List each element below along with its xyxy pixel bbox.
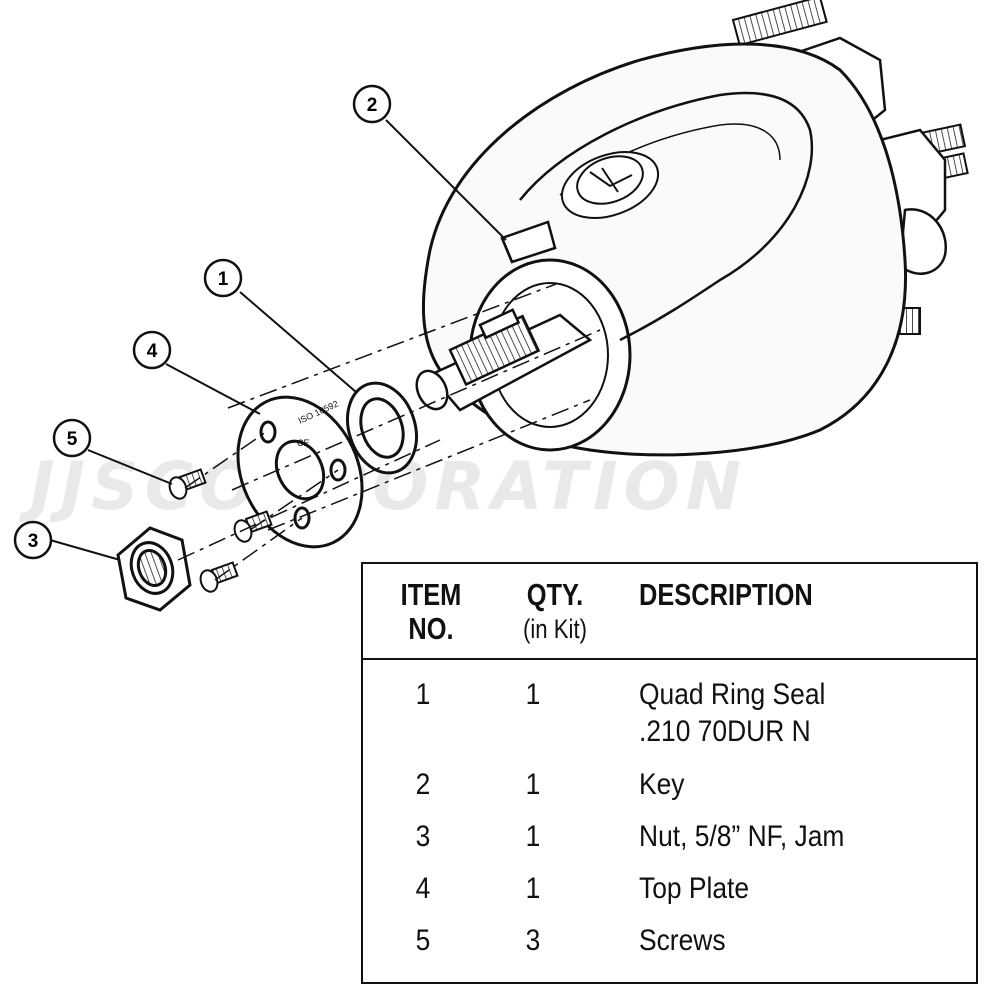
helm-shaft [415, 308, 593, 412]
svg-text:2: 2 [367, 95, 378, 116]
jam-nut [116, 526, 192, 612]
row-description: Nut, 5/8” NF, Jam [639, 820, 845, 853]
plate-ce-marking: CE [297, 438, 310, 448]
row-description: Key [639, 768, 685, 801]
row-item-no: 3 [415, 820, 431, 853]
header-item-no: ITEM NO. [400, 577, 462, 646]
callout-5: 5 [52, 418, 173, 485]
row-qty: 1 [525, 872, 541, 905]
row-qty: 1 [525, 820, 541, 853]
quad-ring-seal [346, 381, 418, 475]
row-qty: 3 [525, 924, 541, 957]
row-item-no: 1 [415, 678, 431, 711]
header-qty: QTY. (in Kit) [523, 577, 587, 645]
row-item-no: 4 [415, 872, 431, 905]
callout-4: 4 [132, 330, 261, 415]
table-header: ITEM NO. QTY. (in Kit) DESCRIPTION [363, 564, 976, 660]
row-description: Top Plate [639, 872, 750, 905]
row-description: Screws [639, 924, 726, 957]
row-item-no: 5 [415, 924, 431, 957]
parts-table: ITEM NO. QTY. (in Kit) DESCRIPTION 1 1 Q… [361, 562, 978, 984]
svg-text:3: 3 [28, 531, 39, 552]
row-item-no: 2 [415, 768, 431, 801]
svg-text:1: 1 [218, 269, 229, 290]
helm-housing [415, 0, 969, 457]
callout-3: 3 [13, 520, 121, 561]
row-description: Quad Ring Seal .210 70DUR N [639, 678, 826, 748]
callout-1: 1 [203, 258, 357, 393]
screw-2 [233, 510, 273, 543]
fill-cap-icon [560, 151, 660, 219]
row-qty: 1 [525, 768, 541, 801]
key-part [500, 220, 557, 264]
screw-1 [168, 468, 207, 500]
header-description: DESCRIPTION [639, 577, 813, 612]
svg-text:5: 5 [67, 429, 78, 450]
row-qty: 1 [525, 678, 541, 711]
assembly-lines [177, 283, 601, 581]
svg-text:4: 4 [147, 341, 158, 362]
callout-2: 2 [352, 84, 507, 241]
